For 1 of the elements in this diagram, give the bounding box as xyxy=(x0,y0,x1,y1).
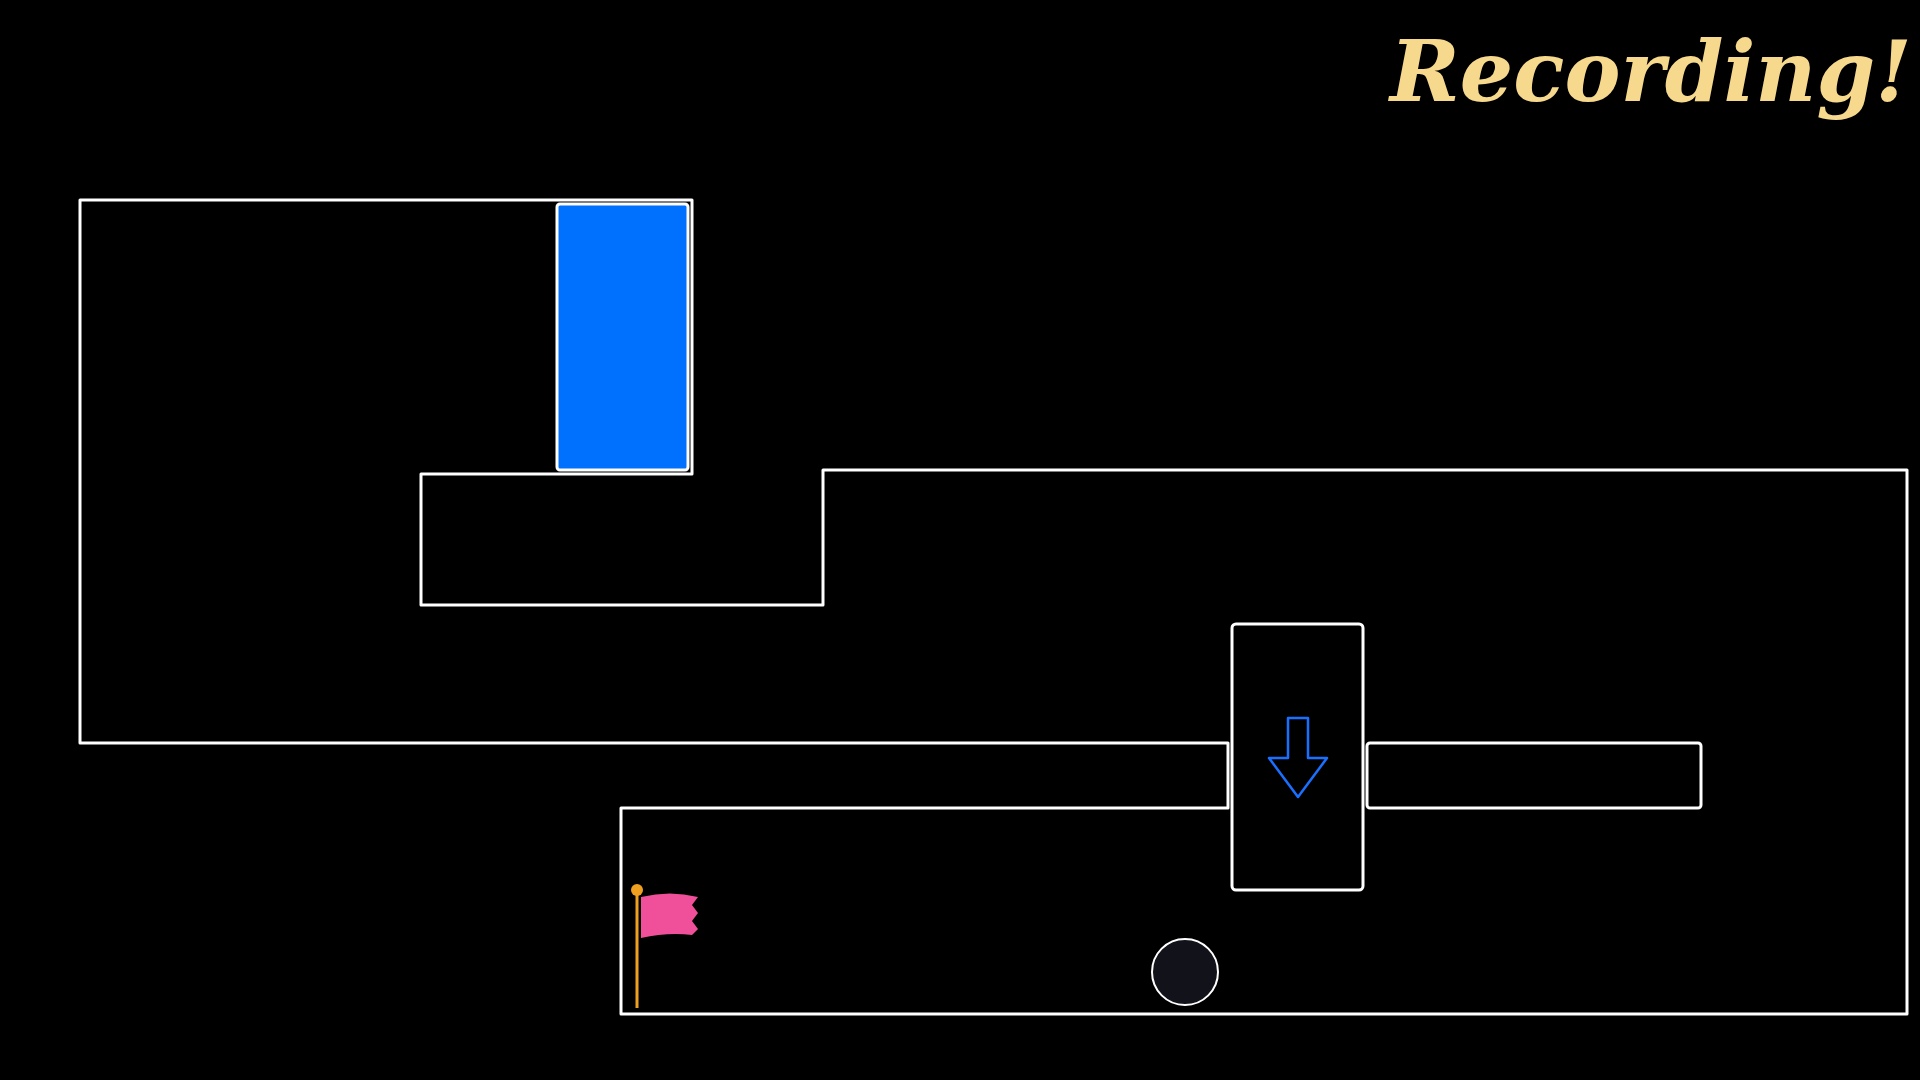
title: Recording! xyxy=(1390,22,1912,123)
